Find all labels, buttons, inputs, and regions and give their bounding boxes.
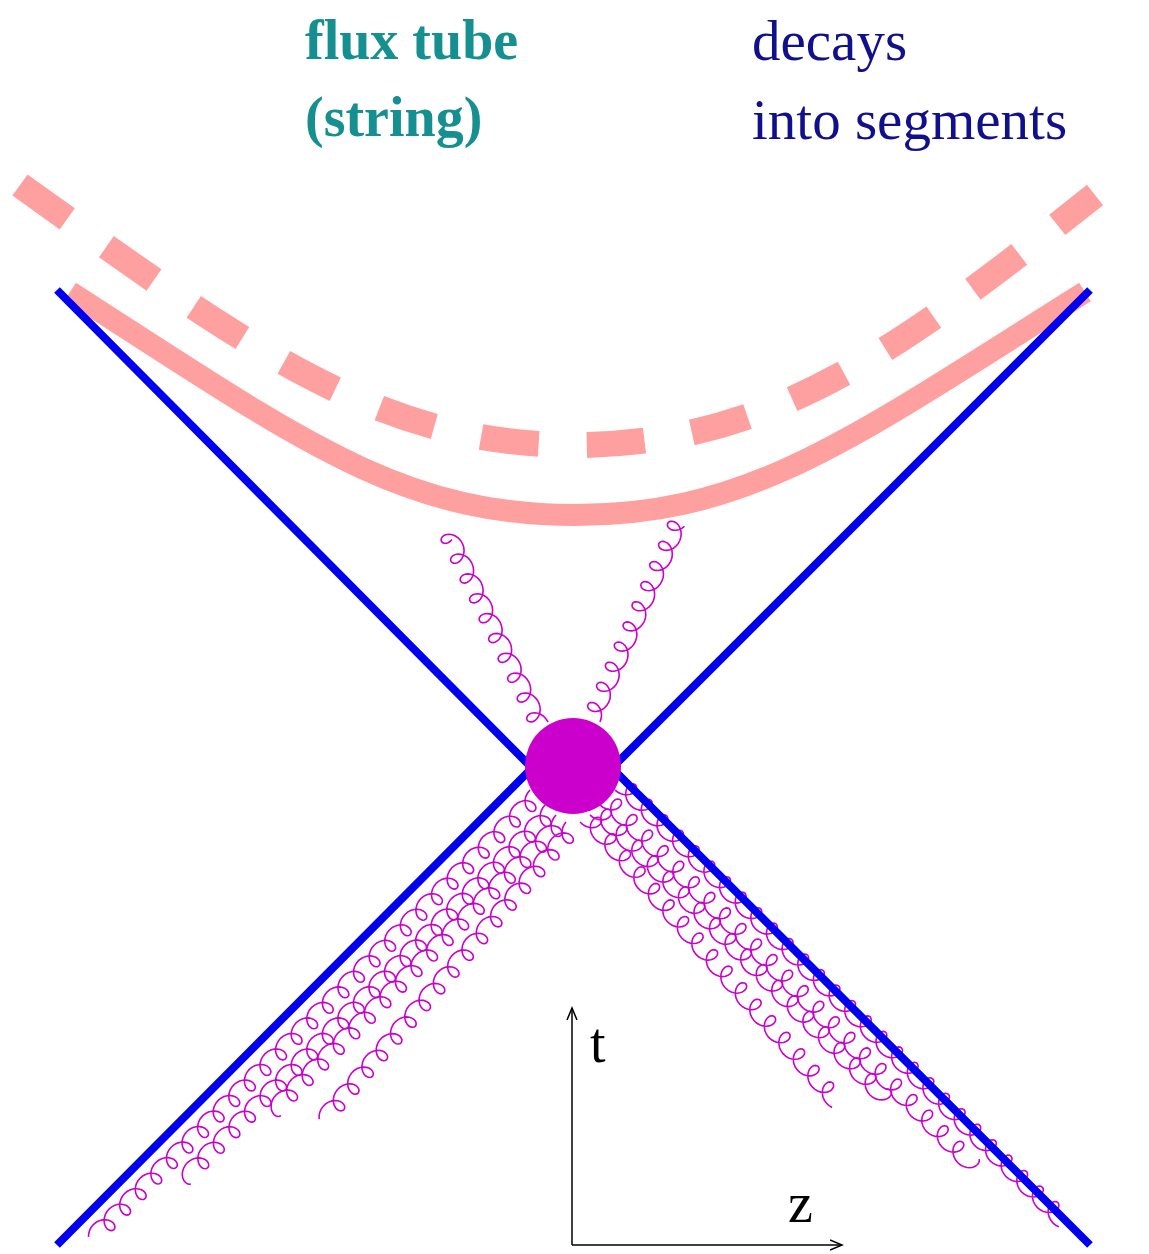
collision-point (525, 718, 621, 814)
gluon-curl (89, 790, 536, 1237)
gluon-curl (271, 815, 562, 1117)
axis-label: z (788, 1165, 813, 1242)
gluon-curl (182, 805, 551, 1184)
gluon-curl (615, 784, 1059, 1227)
z-axis (572, 1244, 842, 1246)
flux-tube-decayed-dashed (20, 185, 1095, 445)
gluon-lines (89, 521, 1059, 1237)
gluon-curl (319, 822, 573, 1119)
time-axis (571, 1008, 573, 1245)
gluon-curl (588, 521, 685, 722)
nucleus-worldline-right (612, 290, 1090, 1245)
flux-tube-string (70, 292, 1085, 515)
flux-tube-label: flux tube (string) (305, 2, 518, 157)
nucleus-worldline-left (57, 290, 532, 1245)
gluon-curl (590, 809, 892, 1100)
decay-label: decays into segments (752, 2, 1067, 159)
gluon-curl (600, 799, 979, 1168)
axis-label: t (590, 1005, 606, 1082)
